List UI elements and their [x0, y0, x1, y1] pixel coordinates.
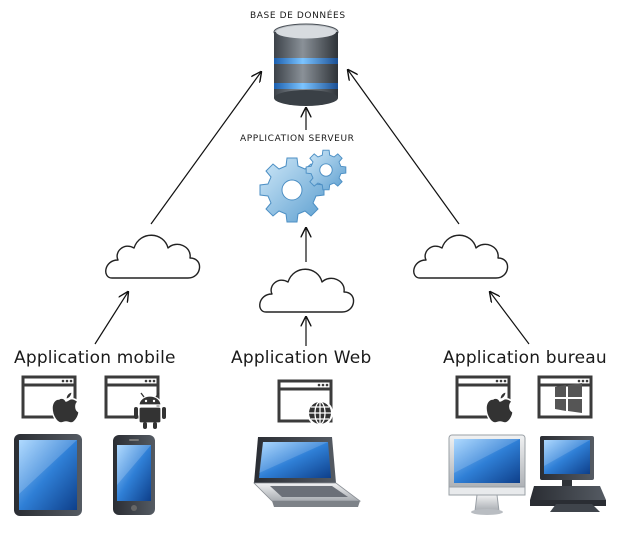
desktop-app-label: Application bureau: [443, 348, 607, 368]
arrow-desktop-to-cloud: [490, 292, 530, 345]
globe-icon: [307, 400, 333, 426]
web-app-label: Application Web: [231, 348, 372, 368]
server-label: APPLICATION SERVEUR: [240, 134, 355, 144]
database-label: BASE DE DONNÉES: [250, 11, 346, 21]
windows-icon: [555, 383, 582, 413]
imac-device-icon: [448, 434, 526, 515]
cloud-icon: [413, 234, 509, 279]
cloud-icon: [259, 268, 355, 313]
android-icon: [134, 392, 166, 429]
tablet-device-icon: [14, 434, 82, 516]
arrow-desktop-cloud-to-db: [348, 70, 460, 225]
desktop-pc-device-icon: [530, 436, 606, 512]
laptop-device-icon: [253, 437, 362, 507]
smartphone-device-icon: [113, 435, 155, 515]
mobile-app-label: Application mobile: [14, 348, 176, 368]
arrow-mobile-to-cloud: [94, 292, 128, 345]
arrow-mobile-cloud-to-db: [150, 72, 261, 225]
gears-icon: [259, 149, 347, 223]
database-icon: [273, 23, 339, 106]
cloud-icon: [105, 234, 201, 279]
